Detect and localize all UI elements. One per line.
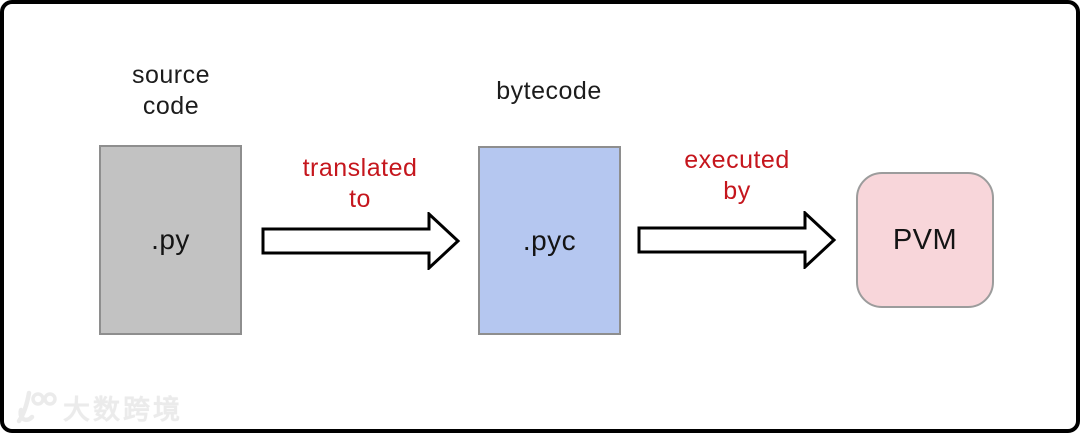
pyc-file-text: .pyc [522, 224, 577, 256]
translated-to-label: translated to [270, 153, 450, 215]
bytecode-box: .pyc [478, 146, 621, 335]
py-file-text: .py [151, 224, 190, 255]
source-code-box: .py [99, 145, 242, 335]
translated-to-label-line1: translated [302, 154, 418, 182]
executed-by-label-line1: executed [684, 146, 790, 174]
bytecode-label: bytecode [459, 76, 639, 107]
pvm-text: PVM [892, 223, 958, 256]
watermark-brand-text: 大数跨境 [63, 395, 183, 425]
pvm-box: PVM [856, 172, 994, 308]
executed-by-label-line2: by [723, 177, 751, 205]
source-code-label-line2: code [142, 92, 200, 120]
executed-by-label: executed by [647, 145, 827, 207]
watermark: 大数跨境 [16, 388, 183, 427]
source-code-label: source code [71, 60, 271, 122]
watermark-100-logo-icon [16, 390, 57, 423]
right-arrow-icon [637, 211, 837, 269]
right-arrow-icon [261, 212, 461, 270]
bytecode-label-line1: bytecode [496, 77, 602, 105]
source-code-label-line1: source [131, 61, 211, 89]
translated-to-label-line2: to [349, 185, 371, 213]
